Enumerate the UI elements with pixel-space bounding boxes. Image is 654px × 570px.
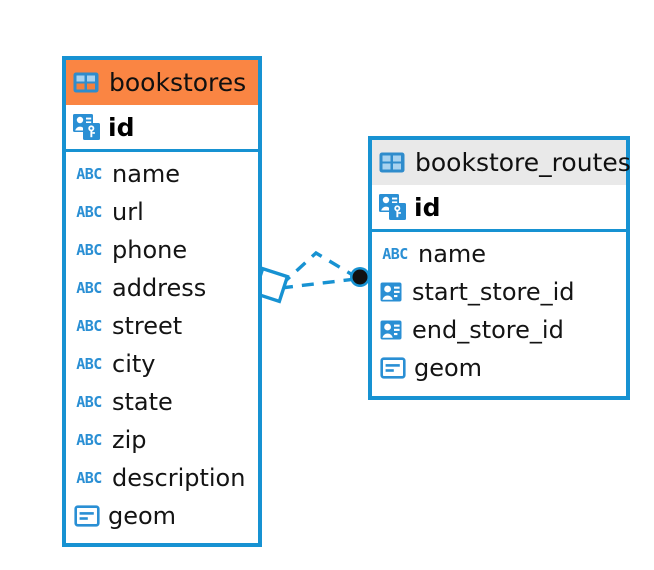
field-label: id (108, 112, 135, 142)
geometry-type-icon (74, 505, 100, 527)
text-type-icon: ABC (76, 316, 102, 335)
text-type-icon: ABC (76, 468, 102, 487)
field-label: state (112, 388, 173, 416)
field-row-geom[interactable]: geom (372, 349, 626, 387)
geometry-type-icon (380, 357, 406, 379)
text-type-icon: ABC (76, 392, 102, 411)
text-type-icon: ABC (76, 278, 102, 297)
field-label: url (112, 198, 144, 226)
relationship-line-lower (280, 277, 357, 290)
field-label: address (112, 274, 207, 302)
primary-key-icon (379, 194, 406, 220)
field-row-street[interactable]: ABC street (66, 307, 258, 345)
field-list-bookstores: ABC name ABC url ABC phone ABC address A… (66, 152, 258, 539)
field-row-name[interactable]: ABC name (372, 235, 626, 273)
field-label: description (112, 464, 246, 492)
field-label: phone (112, 236, 188, 264)
field-label: zip (112, 426, 147, 454)
field-label: geom (108, 502, 177, 530)
text-type-icon: ABC (76, 430, 102, 449)
field-label: name (112, 160, 181, 188)
field-row-start-store-id[interactable]: start_store_id (372, 273, 626, 311)
field-label: street (112, 312, 183, 340)
field-row-url[interactable]: ABC url (66, 193, 258, 231)
field-label: start_store_id (412, 278, 575, 306)
field-row-primary-key[interactable]: id (66, 105, 258, 152)
field-row-phone[interactable]: ABC phone (66, 231, 258, 269)
field-row-name[interactable]: ABC name (66, 155, 258, 193)
text-type-icon: ABC (76, 354, 102, 373)
field-label: city (112, 350, 156, 378)
entity-title: bookstores (109, 68, 247, 97)
text-type-icon: ABC (76, 164, 102, 183)
field-row-end-store-id[interactable]: end_store_id (372, 311, 626, 349)
table-icon-accent (73, 72, 99, 93)
foreign-key-icon (380, 319, 404, 341)
primary-key-icon (73, 114, 100, 140)
entity-header-bookstore-routes[interactable]: bookstore_routes (372, 140, 631, 185)
field-list-bookstore-routes: ABC name start_store_id (372, 232, 626, 391)
foreign-key-icon (380, 281, 404, 303)
entity-title: bookstore_routes (415, 148, 631, 177)
text-type-icon: ABC (382, 244, 408, 263)
table-icon-plain (379, 152, 405, 173)
field-row-city[interactable]: ABC city (66, 345, 258, 383)
field-label: name (418, 240, 487, 268)
field-row-state[interactable]: ABC state (66, 383, 258, 421)
filled-dot-marker (350, 267, 370, 287)
field-row-zip[interactable]: ABC zip (66, 421, 258, 459)
entity-bookstore-routes[interactable]: bookstore_routes id ABC name (368, 136, 631, 400)
field-row-address[interactable]: ABC address (66, 269, 258, 307)
field-row-description[interactable]: ABC description (66, 459, 258, 497)
text-type-icon: ABC (76, 240, 102, 259)
field-row-primary-key[interactable]: id (372, 185, 626, 232)
relationship-line-upper (279, 250, 357, 287)
field-label: end_store_id (412, 316, 564, 344)
field-label: id (414, 192, 441, 222)
entity-header-bookstores[interactable]: bookstores (66, 60, 258, 105)
text-type-icon: ABC (76, 202, 102, 221)
field-row-geom[interactable]: geom (66, 497, 258, 535)
entity-bookstores[interactable]: bookstores id ABC name A (62, 56, 262, 547)
field-label: geom (414, 354, 483, 382)
